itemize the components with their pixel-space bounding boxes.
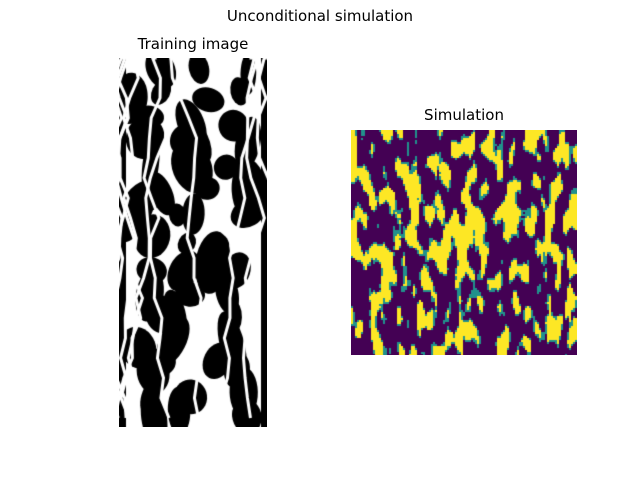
- simulation-title: Simulation: [424, 106, 504, 124]
- figure-title: Unconditional simulation: [226, 7, 414, 25]
- training-image-raster: [119, 58, 267, 427]
- training-image-title: Training image: [137, 35, 249, 53]
- simulation-raster: [351, 130, 577, 355]
